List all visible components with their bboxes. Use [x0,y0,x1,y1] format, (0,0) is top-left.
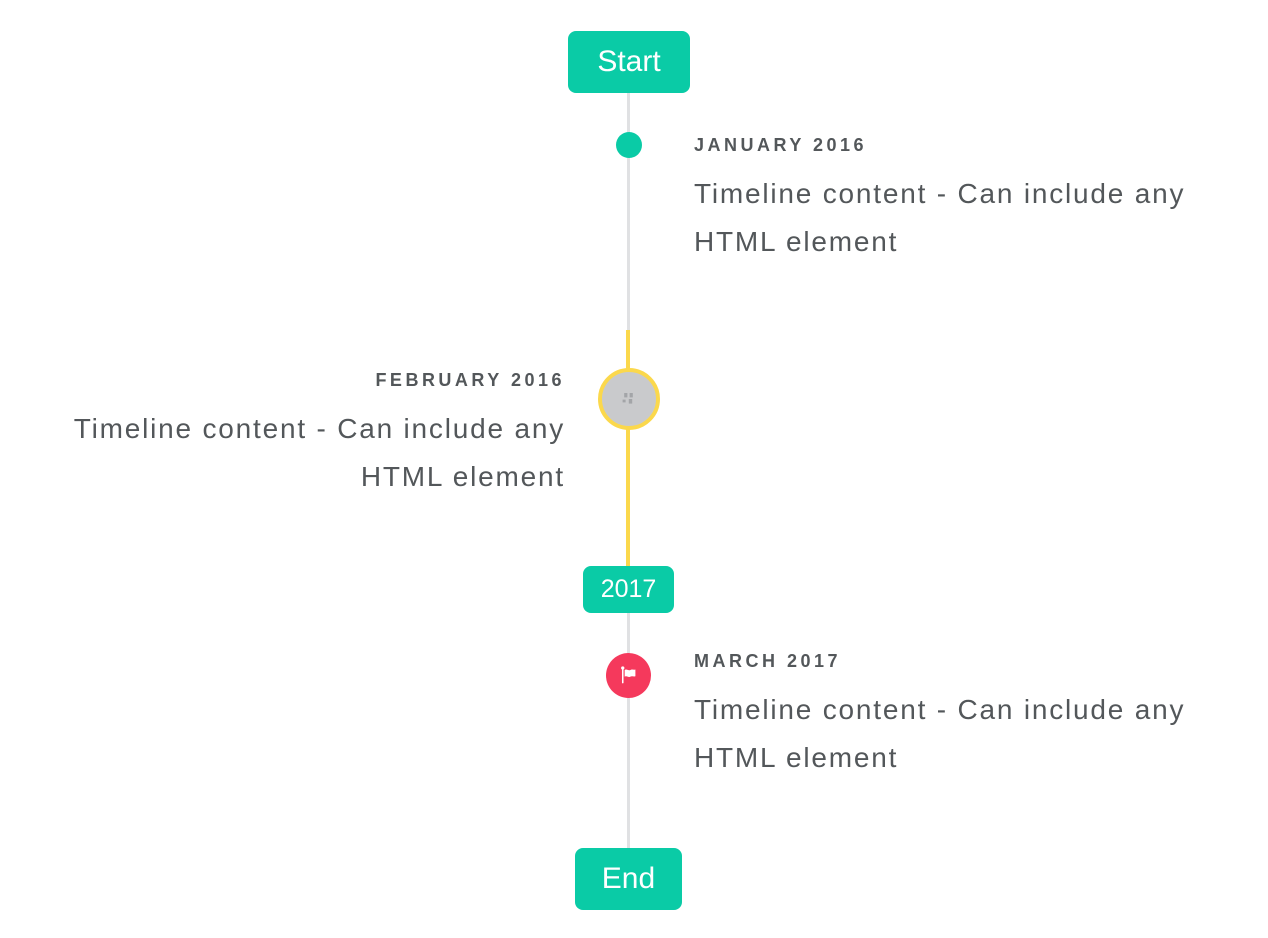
flag-icon [621,666,636,684]
year-2017-badge: 2017 [583,566,674,613]
january-marker-dot-icon [616,132,642,158]
timeline-entry-february-2016: FEBRUARY 2016 Timeline content - Can inc… [20,369,565,501]
entry-title: FEBRUARY 2016 [375,370,565,390]
timeline-entry-january-2016: JANUARY 2016 Timeline content - Can incl… [694,134,1224,266]
march-marker-flag-circle [606,653,651,698]
entry-content: Timeline content - Can include any HTML … [694,178,1186,257]
entry-title: JANUARY 2016 [694,135,868,155]
entry-content: Timeline content - Can include any HTML … [73,413,565,492]
end-badge: End [575,848,682,910]
timeline-line-top-segment [627,93,630,330]
entry-title: MARCH 2017 [694,651,842,671]
timeline-line-bottom-segment [627,613,630,848]
timeline-line-highlight-segment [626,330,630,566]
broken-image-icon [622,393,633,404]
entry-content: Timeline content - Can include any HTML … [694,694,1186,773]
start-badge: Start [568,31,690,93]
timeline-entry-march-2017: MARCH 2017 Timeline content - Can includ… [694,650,1224,782]
february-marker-image-circle [598,368,660,430]
